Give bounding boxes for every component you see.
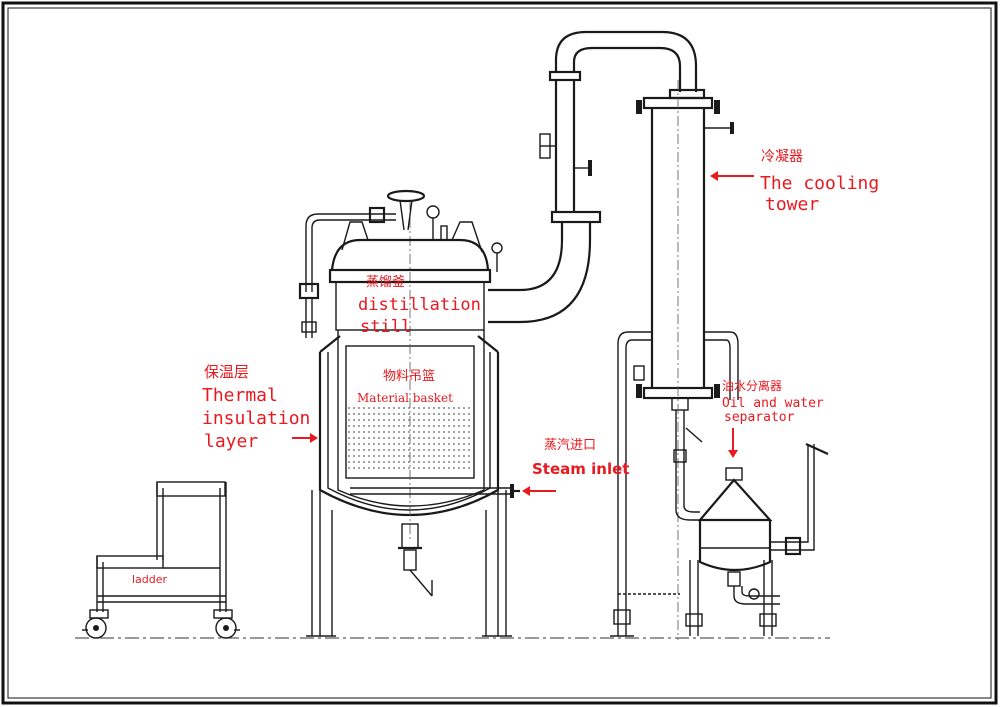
basket-label-cn: 物料吊篮 <box>383 369 435 384</box>
cooling-tower-drawing <box>610 80 739 640</box>
cooling-label-en-2: tower <box>765 194 819 215</box>
insulation-label-en-2: insulation <box>202 408 310 429</box>
distillation-still-drawing <box>298 189 520 637</box>
ladder-label: ladder <box>132 573 168 586</box>
inner-border <box>7 7 992 699</box>
cooling-arrow <box>710 171 754 181</box>
vapour-pipe <box>488 30 698 324</box>
ladder-drawing <box>82 481 240 639</box>
still-label-en-1: distillation <box>358 295 481 315</box>
insulation-label-cn: 保温层 <box>204 363 249 381</box>
insulation-arrow <box>292 433 318 443</box>
insulation-label-en-1: Thermal <box>202 385 278 406</box>
still-label-cn: 蒸馏釜 <box>366 275 405 290</box>
separator-arrow <box>728 428 738 458</box>
separator-drawing <box>618 442 829 636</box>
cooling-label-en-1: The cooling <box>760 173 879 194</box>
separator-label-cn: 油水分离器 <box>722 378 782 393</box>
insulation-label-en-3: layer <box>204 431 258 452</box>
steam-arrow <box>522 486 556 496</box>
steam-label-en: Steam inlet <box>532 460 629 478</box>
steam-label-cn: 蒸汽进口 <box>544 438 596 453</box>
basket-label-en: Material basket <box>357 391 453 405</box>
separator-label-en-2: separator <box>724 410 795 425</box>
cooling-label-cn: 冷凝器 <box>761 149 803 165</box>
still-label-en-2: still <box>360 317 411 337</box>
separator-label-en-1: Oil and water <box>722 396 824 411</box>
